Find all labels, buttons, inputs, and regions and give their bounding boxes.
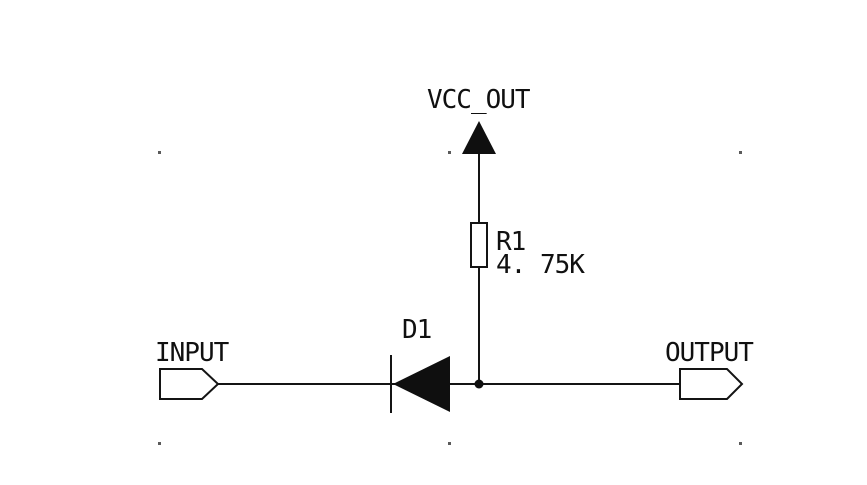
output-port-label[interactable]: OUTPUT <box>665 338 755 368</box>
power-symbol-vcc-out[interactable]: VCC_OUT <box>427 85 532 154</box>
input-port-shape[interactable] <box>159 368 220 400</box>
wire-junction-dot <box>474 379 484 389</box>
resistor-value[interactable]: 4. 75K <box>496 250 586 280</box>
port-output[interactable]: OUTPUT <box>665 338 755 400</box>
output-port-shape[interactable] <box>679 368 744 400</box>
grid-reference-dots <box>158 151 742 445</box>
diode-designator[interactable]: D1 <box>402 315 432 345</box>
grid-dot <box>158 151 161 154</box>
power-arrow-icon[interactable] <box>462 121 496 154</box>
diode-d1[interactable]: D1 <box>390 315 450 413</box>
grid-dot <box>448 442 451 445</box>
diode-triangle[interactable] <box>393 356 450 412</box>
grid-dot <box>448 151 451 154</box>
grid-dot <box>158 442 161 445</box>
resistor-body[interactable] <box>470 222 488 268</box>
port-input[interactable]: INPUT <box>155 338 231 400</box>
resistor-r1[interactable]: R1 4. 75K <box>470 222 586 280</box>
power-net-label[interactable]: VCC_OUT <box>427 85 532 115</box>
resistor-designator[interactable]: R1 <box>496 227 526 257</box>
grid-dot <box>739 442 742 445</box>
grid-dot <box>739 151 742 154</box>
input-port-label[interactable]: INPUT <box>155 338 231 368</box>
